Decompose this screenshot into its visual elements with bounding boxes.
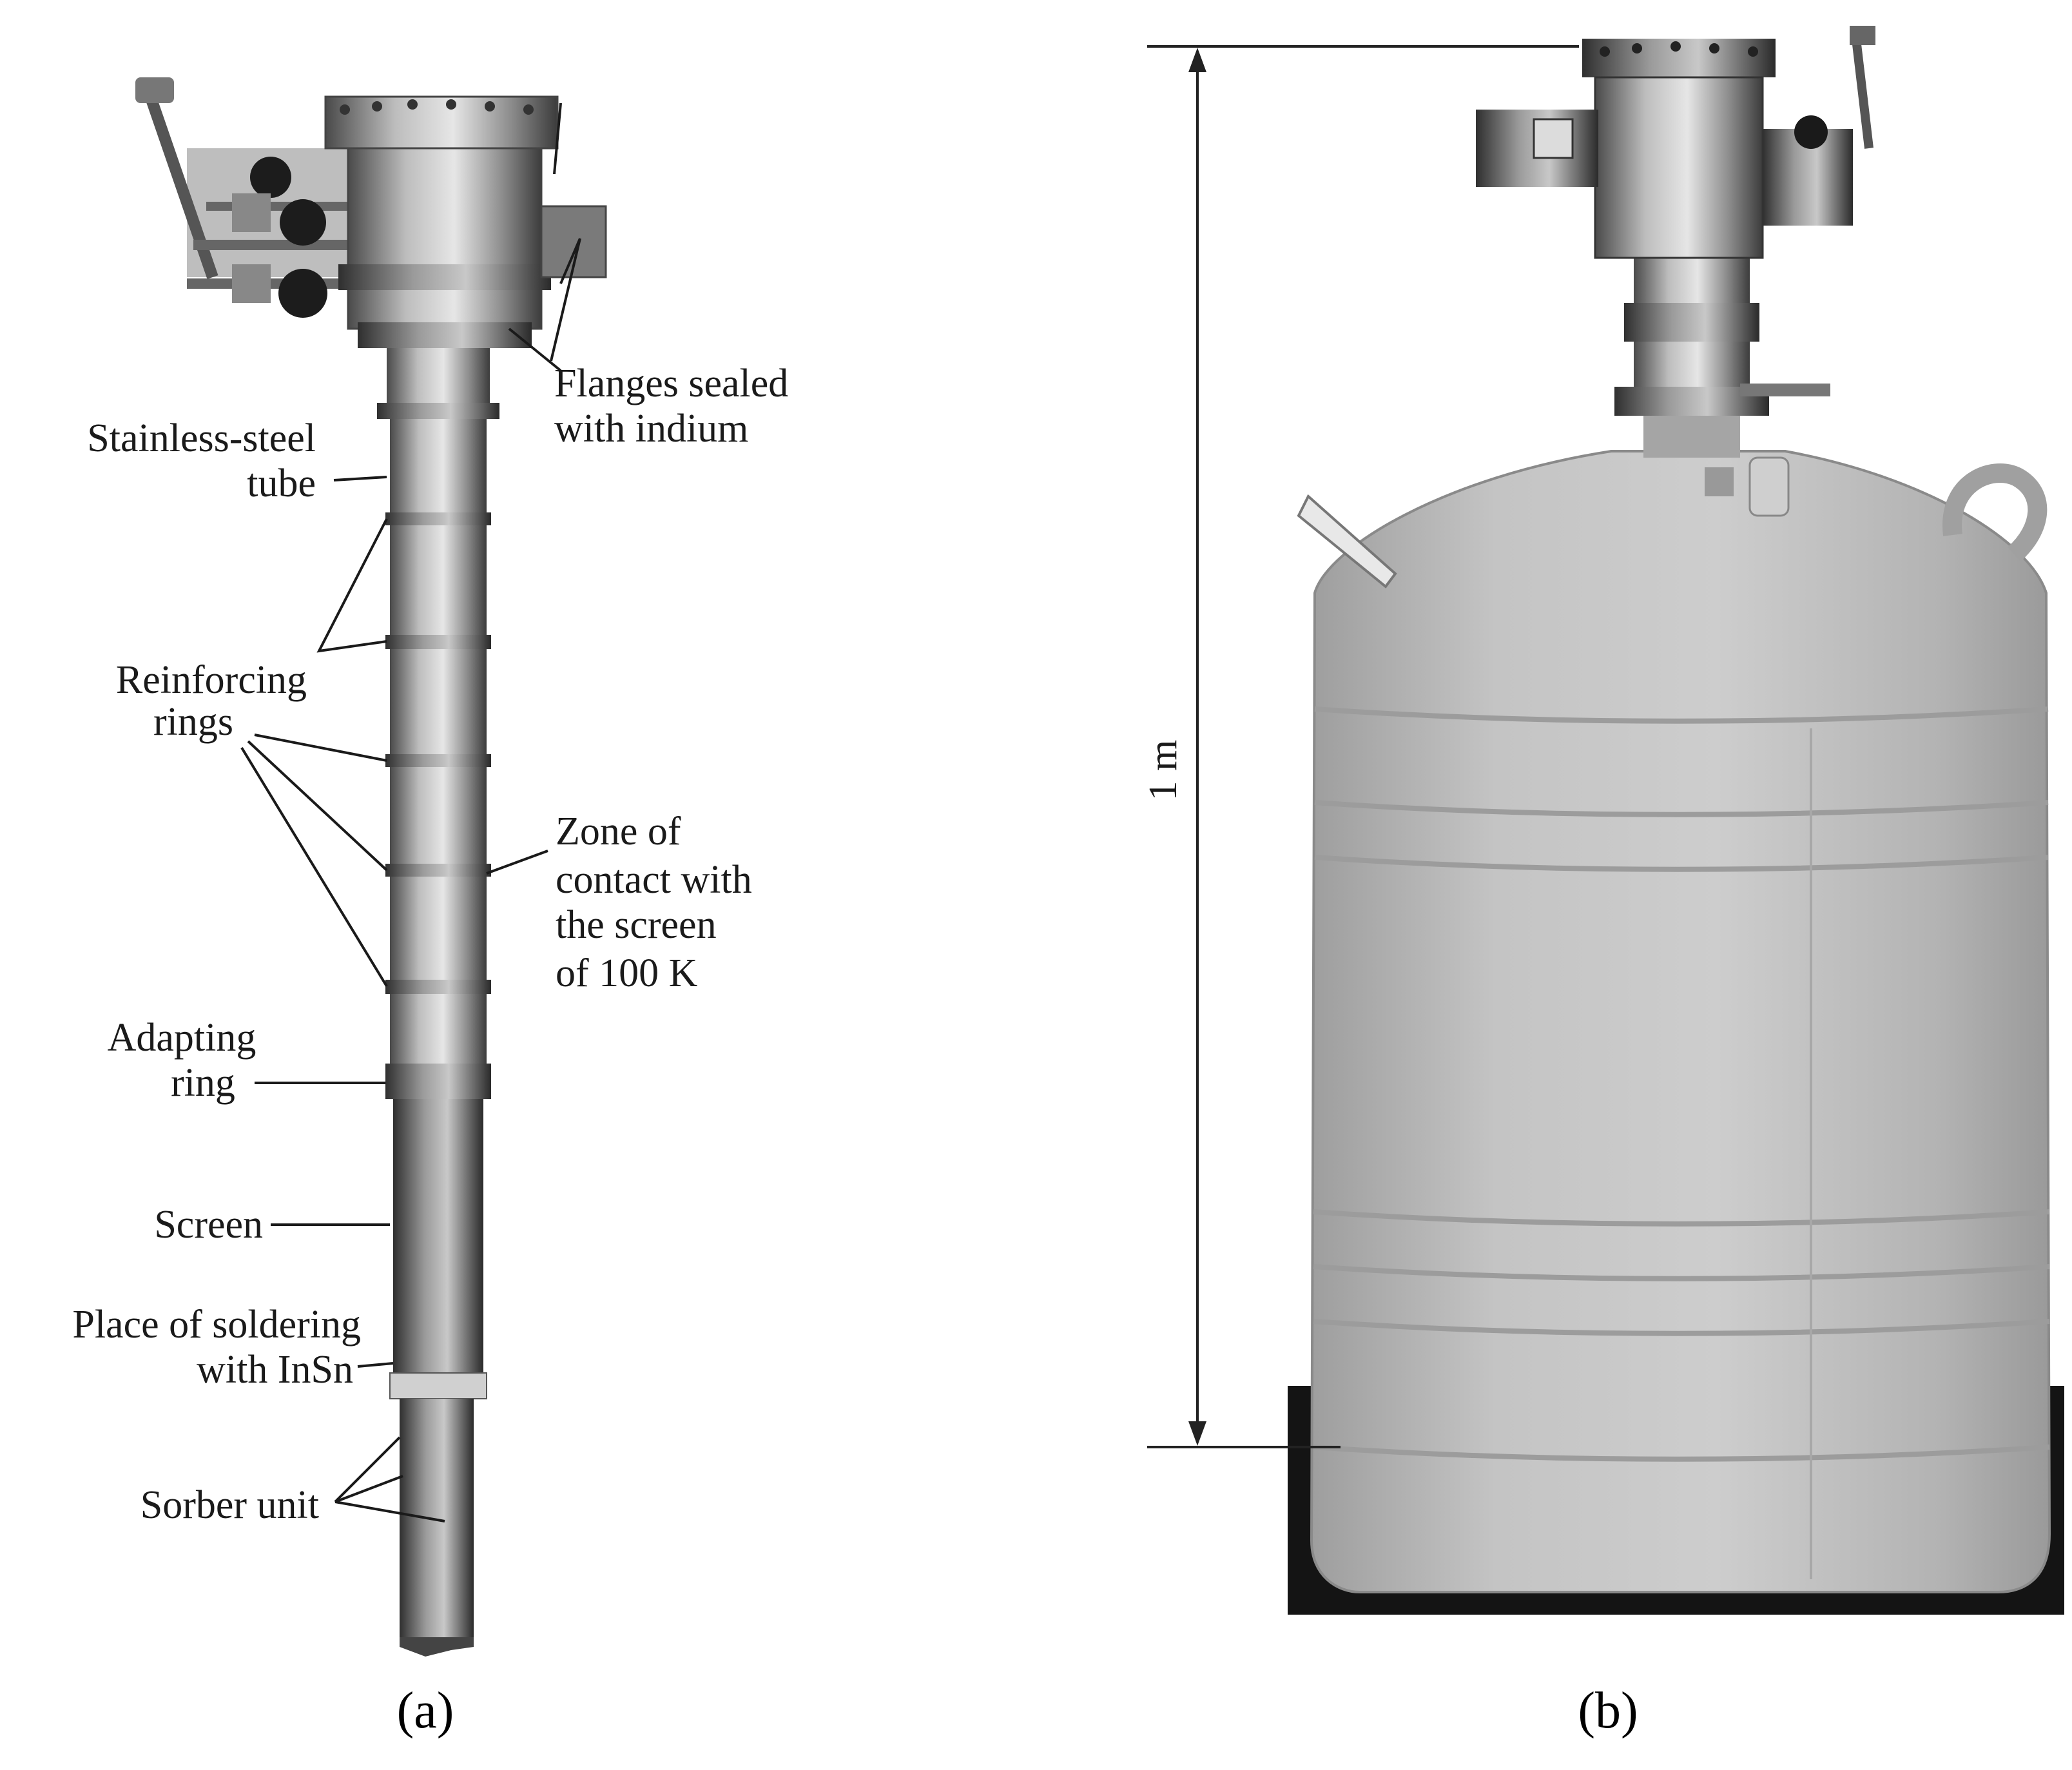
- sorber-unit: [400, 1399, 474, 1647]
- panel-b-photo: [1288, 26, 2064, 1615]
- label-zone-of-contact: Zone of: [556, 810, 681, 853]
- panel-a-photo: [135, 77, 607, 1657]
- label-flanges: Flanges sealed: [554, 362, 788, 405]
- label-adapting-ring: ring: [171, 1061, 235, 1105]
- dewar-handle-left: [1297, 494, 1397, 588]
- label-reinforcing-rings: rings: [153, 700, 233, 744]
- panel-a-labels: Flanges sealed with indium Stainless-ste…: [72, 362, 788, 1527]
- label-stainless-steel-tube: tube: [247, 462, 316, 505]
- screen: [393, 1099, 483, 1383]
- dewar-body: [1310, 450, 2051, 1593]
- arrowhead-up-icon: [1188, 48, 1206, 72]
- valve-knob-icon: [280, 199, 326, 246]
- dewar-handle-right: [1942, 463, 2048, 562]
- caption-a: (a): [397, 1682, 454, 1739]
- valve-knob-icon: [250, 157, 291, 198]
- dewar-ribs: [1313, 706, 2050, 1462]
- valve-knob-icon: [1794, 115, 1828, 149]
- label-adapting-ring: Adapting: [108, 1016, 257, 1060]
- label-stainless-steel-tube: Stainless-steel: [87, 416, 316, 460]
- scale-label: 1 m: [1141, 740, 1185, 801]
- label-place-of-soldering: with InSn: [197, 1348, 353, 1392]
- label-sorber-unit: Sorber unit: [140, 1483, 319, 1527]
- stainless-steel-tube: [390, 419, 487, 1083]
- label-zone-of-contact: the screen: [556, 903, 717, 947]
- label-zone-of-contact: contact with: [556, 858, 752, 902]
- reinforcing-rings: [385, 512, 491, 994]
- label-flanges: with indium: [554, 407, 748, 451]
- panel-a-leader-lines: [240, 102, 581, 1522]
- label-screen: Screen: [154, 1203, 263, 1247]
- scale-bar: 1 m: [1141, 45, 1579, 1448]
- caption-b: (b): [1578, 1682, 1638, 1739]
- valve-assembly: [135, 77, 348, 318]
- valve-knob-icon: [278, 269, 327, 318]
- label-place-of-soldering: Place of soldering: [72, 1303, 361, 1347]
- arrowhead-down-icon: [1188, 1421, 1206, 1446]
- label-reinforcing-rings: Reinforcing: [116, 658, 307, 702]
- label-zone-of-contact: of 100 K: [556, 951, 698, 995]
- head-flange: [324, 95, 607, 348]
- adapting-ring: [385, 1064, 491, 1099]
